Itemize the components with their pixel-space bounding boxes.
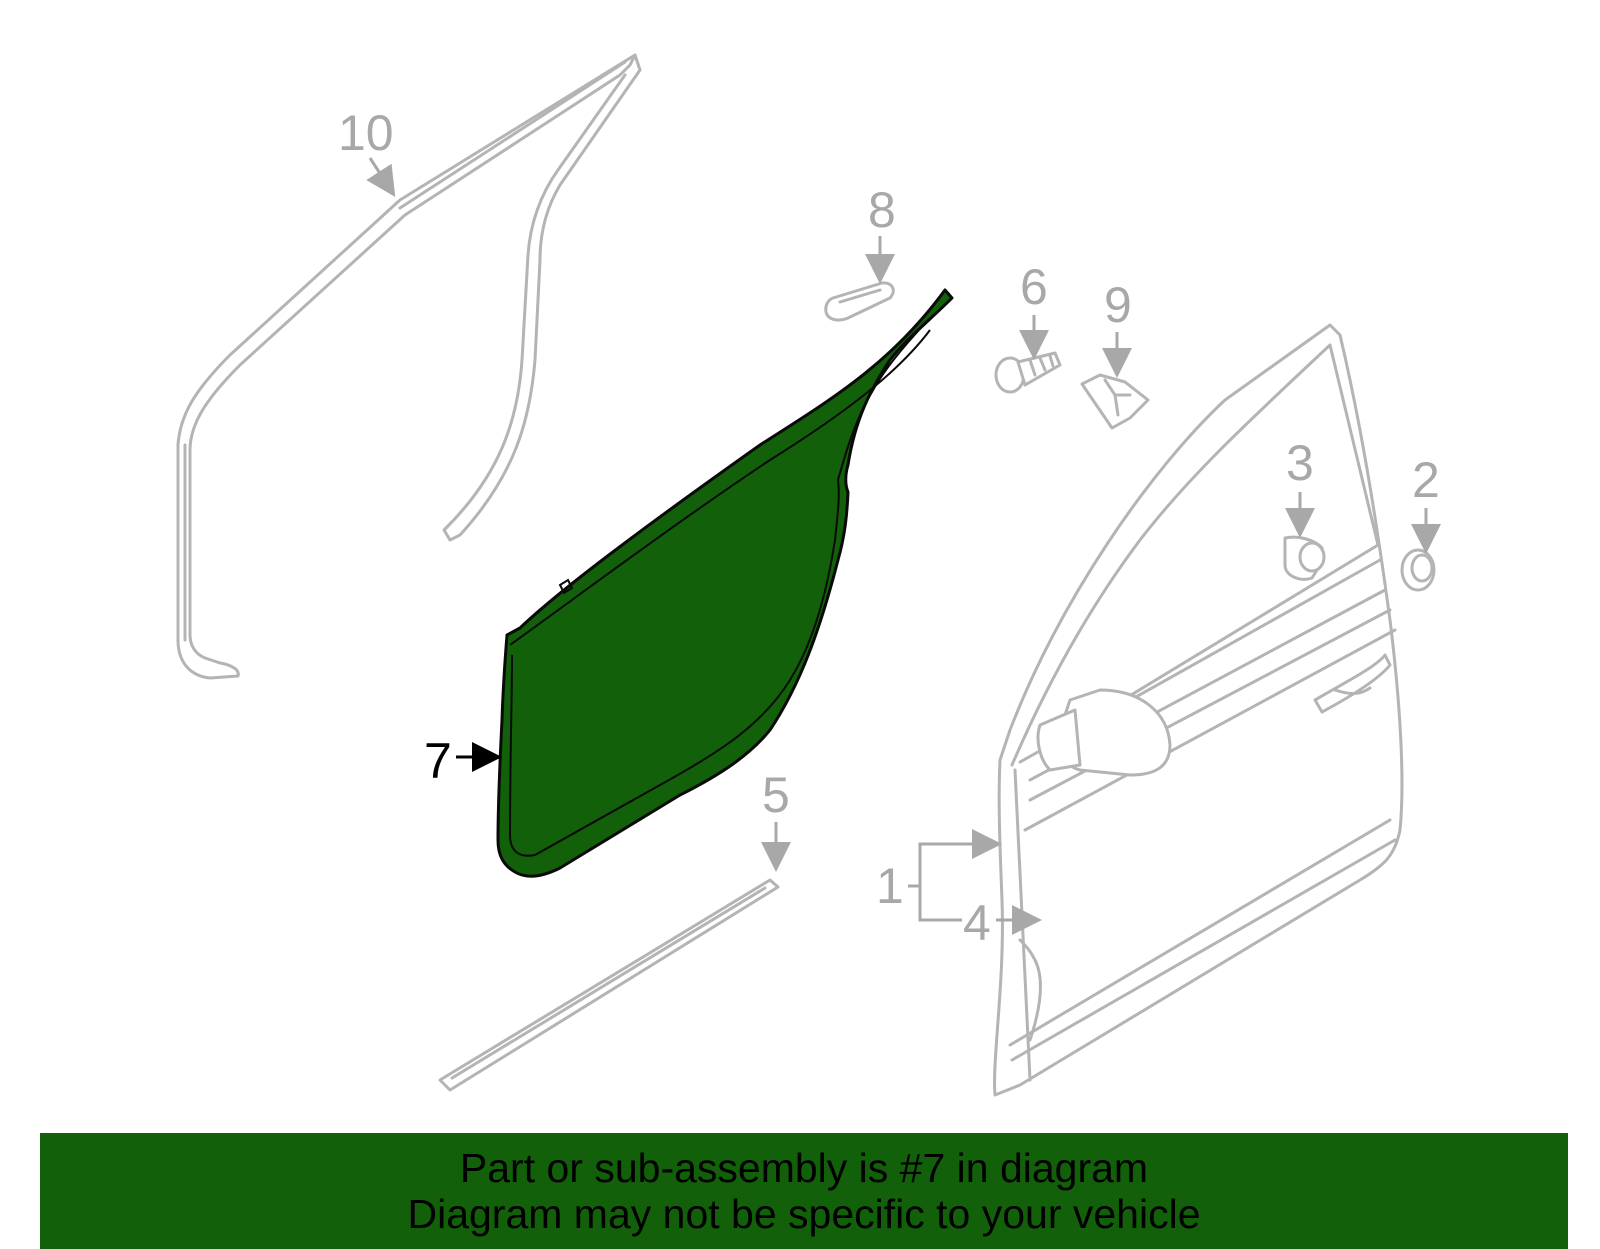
part-9-retainer[interactable]: [1080, 373, 1150, 430]
door-handle: [1313, 653, 1392, 714]
callout-6: 6: [1020, 259, 1048, 315]
side-mirror: [1036, 688, 1172, 777]
callout-7: 7: [424, 733, 452, 789]
info-banner: Part or sub-assembly is #7 in diagram Di…: [40, 1133, 1568, 1249]
part-3-bumper[interactable]: [1283, 535, 1326, 581]
part-10-frame-weatherstrip[interactable]: [176, 53, 642, 680]
callout-10: 10: [338, 105, 394, 161]
part-1-door-assembly[interactable]: [993, 323, 1404, 1097]
callout-2: 2: [1412, 452, 1440, 508]
callout-5: 5: [762, 767, 790, 823]
callout-3: 3: [1286, 435, 1314, 491]
callout-1: 1: [876, 858, 904, 914]
callout-4: 4: [963, 895, 991, 951]
callout-1-bracket-lower: [918, 886, 962, 922]
callout-8: 8: [868, 182, 896, 238]
callout-10-arrow: [366, 157, 396, 198]
part-7-door-weatherstrip[interactable]: [496, 288, 954, 878]
callout-1-arrow-upper: [908, 829, 1002, 888]
part-2-plug[interactable]: [1400, 548, 1436, 592]
part-6-fastener[interactable]: [994, 351, 1062, 394]
part-5-lower-molding[interactable]: [438, 878, 780, 1092]
banner-line-2: Diagram may not be specific to your vehi…: [407, 1191, 1201, 1237]
banner-line-1: Part or sub-assembly is #7 in diagram: [459, 1145, 1149, 1191]
part-8-clip[interactable]: [824, 281, 895, 322]
callout-9: 9: [1104, 277, 1132, 333]
